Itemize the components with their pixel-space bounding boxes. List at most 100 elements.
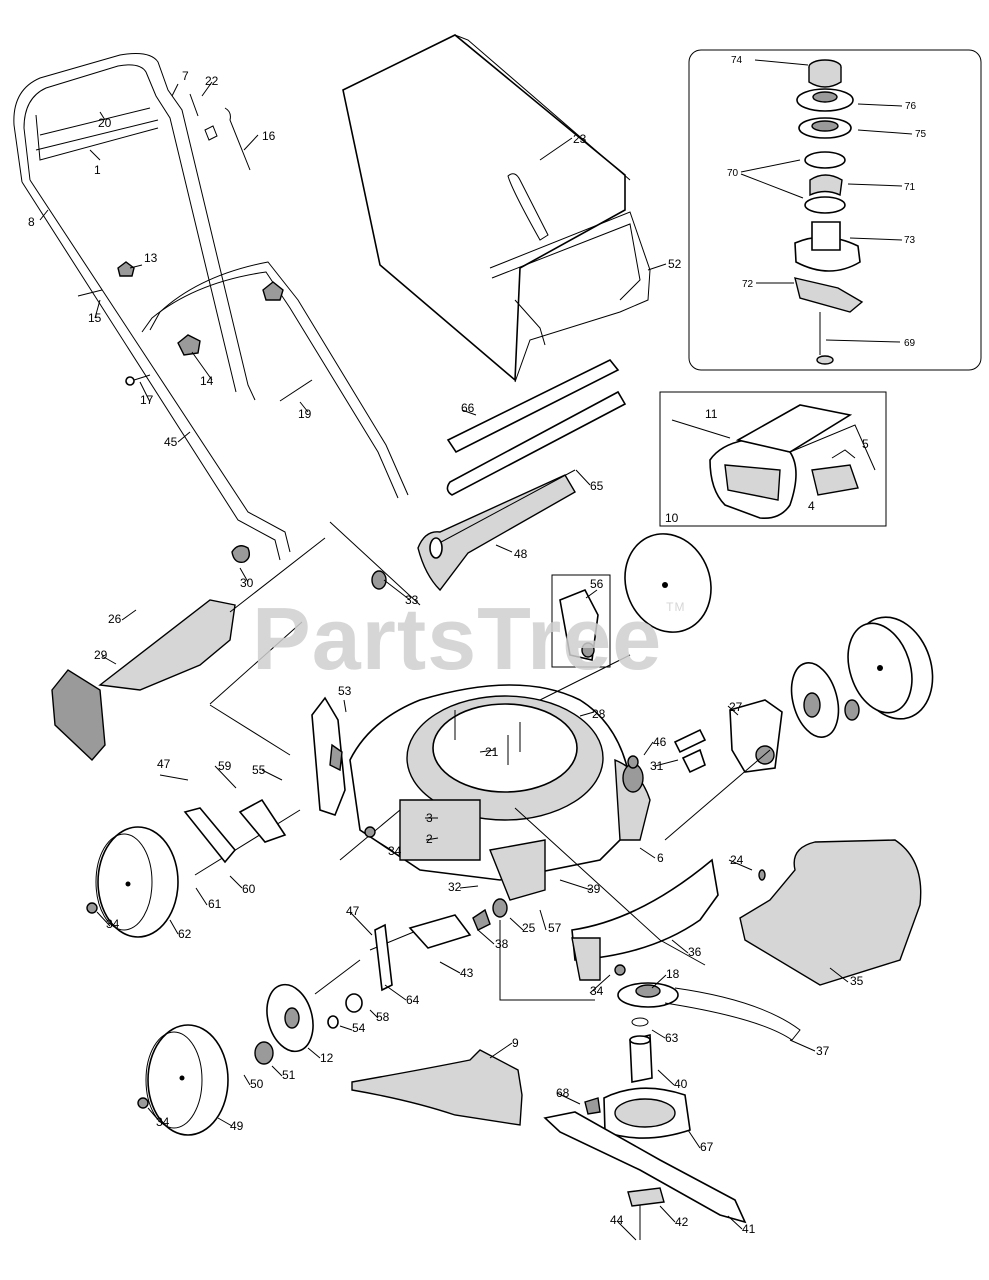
callout-60: 60 bbox=[242, 882, 256, 896]
callout-33: 33 bbox=[405, 593, 419, 607]
chute-door bbox=[671, 404, 876, 520]
callout-62: 62 bbox=[178, 927, 192, 941]
callout-5: 5 bbox=[862, 437, 869, 451]
gear-wheel-left bbox=[254, 983, 314, 1065]
grass-bag bbox=[342, 34, 651, 383]
callout-58: 58 bbox=[376, 1010, 390, 1024]
callout-45: 45 bbox=[164, 435, 178, 449]
callout-22: 22 bbox=[205, 74, 219, 88]
callout-47a: 47 bbox=[157, 757, 171, 771]
callout-34a: 34 bbox=[388, 844, 402, 858]
callout-1: 1 bbox=[94, 163, 101, 177]
callout-19: 19 bbox=[298, 407, 312, 421]
blade-adapter-67 bbox=[603, 1033, 691, 1139]
callout-29: 29 bbox=[94, 648, 108, 662]
rear-shield-48 bbox=[417, 469, 576, 592]
callout-34c: 34 bbox=[590, 984, 604, 998]
callout-37: 37 bbox=[816, 1044, 830, 1058]
callout-65: 65 bbox=[590, 479, 604, 493]
rear-axle bbox=[209, 521, 771, 1001]
callout-75: 75 bbox=[915, 129, 927, 140]
callout-72: 72 bbox=[742, 279, 754, 290]
callout-labels: 1 2 3 4 5 6 7 8 9 10 11 12 13 14 15 16 1… bbox=[28, 55, 927, 1236]
callout-28: 28 bbox=[592, 707, 606, 721]
callout-76: 76 bbox=[905, 101, 917, 112]
wheel-front-left bbox=[95, 826, 179, 938]
spindle-leaders bbox=[740, 59, 913, 343]
rear-flap-66 bbox=[446, 358, 627, 496]
callout-56: 56 bbox=[590, 577, 604, 591]
gear-wheel-right bbox=[790, 662, 860, 738]
callout-54: 54 bbox=[352, 1021, 366, 1035]
callout-68: 68 bbox=[556, 1086, 570, 1100]
side-deflector-35 bbox=[739, 839, 922, 986]
callout-69: 69 bbox=[904, 338, 916, 349]
callout-55: 55 bbox=[252, 763, 266, 777]
callout-43: 43 bbox=[460, 966, 474, 980]
callout-18: 18 bbox=[666, 967, 680, 981]
cable-16 bbox=[224, 107, 251, 171]
inset-box-chute-door bbox=[659, 391, 887, 527]
callout-57: 57 bbox=[548, 921, 562, 935]
callout-16: 16 bbox=[262, 129, 276, 143]
callout-50: 50 bbox=[250, 1077, 264, 1091]
handle-lower bbox=[21, 179, 409, 561]
callout-20: 20 bbox=[98, 116, 112, 130]
callout-42: 42 bbox=[675, 1215, 689, 1229]
deck-studs bbox=[454, 710, 521, 765]
spindle-stack bbox=[794, 59, 864, 365]
wheel-rear-left bbox=[145, 1024, 229, 1136]
watermark-trademark: TM bbox=[666, 600, 686, 614]
belt-37 bbox=[664, 987, 801, 1041]
callout-51: 51 bbox=[282, 1068, 296, 1082]
callout-53: 53 bbox=[338, 684, 352, 698]
callout-49: 49 bbox=[230, 1119, 244, 1133]
adjuster-front bbox=[311, 696, 346, 816]
callout-8: 8 bbox=[28, 215, 35, 229]
callout-48: 48 bbox=[514, 547, 528, 561]
pulley-18 bbox=[617, 982, 679, 1027]
callout-38: 38 bbox=[495, 937, 509, 951]
callout-7: 7 bbox=[182, 69, 189, 83]
callout-34b: 34 bbox=[106, 917, 120, 931]
callout-24: 24 bbox=[730, 853, 744, 867]
callout-59: 59 bbox=[218, 759, 232, 773]
callout-44: 44 bbox=[610, 1213, 624, 1227]
callout-26: 26 bbox=[108, 612, 122, 626]
adjuster-rear bbox=[729, 699, 783, 773]
callout-11: 11 bbox=[705, 407, 718, 421]
handle-knobs bbox=[77, 93, 313, 563]
callout-17: 17 bbox=[140, 393, 154, 407]
callout-40: 40 bbox=[674, 1077, 688, 1091]
callout-67: 67 bbox=[700, 1140, 714, 1154]
callout-4: 4 bbox=[808, 499, 815, 513]
callout-21: 21 bbox=[485, 745, 499, 759]
callout-25: 25 bbox=[522, 921, 536, 935]
callout-13: 13 bbox=[144, 251, 158, 265]
callout-71: 71 bbox=[904, 182, 916, 193]
inset-box-spindle bbox=[688, 49, 982, 371]
baffle-9 bbox=[351, 1049, 523, 1126]
callout-23: 23 bbox=[573, 132, 587, 146]
callout-15: 15 bbox=[88, 311, 102, 325]
callout-61: 61 bbox=[208, 897, 222, 911]
side-chute-29 bbox=[51, 599, 236, 762]
baffle-36 bbox=[571, 858, 719, 981]
callout-74: 74 bbox=[731, 55, 743, 66]
callout-36: 36 bbox=[688, 945, 702, 959]
callout-41: 41 bbox=[742, 1222, 756, 1236]
callout-27: 27 bbox=[729, 700, 743, 714]
adjuster-56 bbox=[559, 588, 599, 661]
callout-leaders bbox=[39, 81, 849, 1241]
wheel-front-right-upper bbox=[624, 533, 712, 633]
callout-9: 9 bbox=[512, 1036, 519, 1050]
blade-41 bbox=[543, 1111, 747, 1240]
callout-52: 52 bbox=[668, 257, 682, 271]
callout-46: 46 bbox=[653, 735, 667, 749]
callout-63: 63 bbox=[665, 1031, 679, 1045]
inset-box-height-adjuster bbox=[551, 574, 611, 668]
callout-6: 6 bbox=[657, 851, 664, 865]
bushings bbox=[86, 570, 766, 1115]
callout-35: 35 bbox=[850, 974, 864, 988]
callout-47b: 47 bbox=[346, 904, 360, 918]
